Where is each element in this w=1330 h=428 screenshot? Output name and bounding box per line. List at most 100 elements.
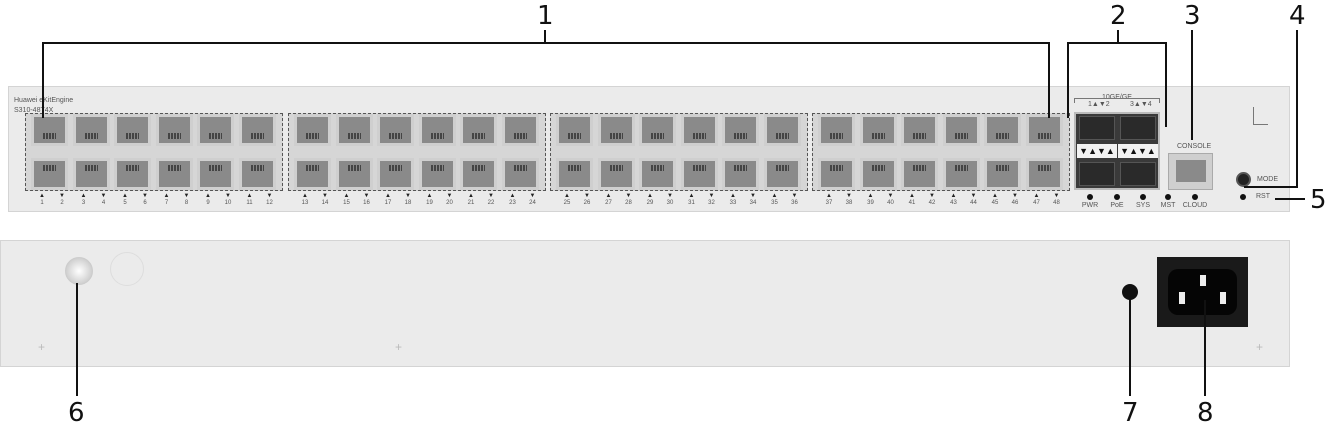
port-number: 7: [164, 200, 169, 206]
port-arrow-up-icon: ▲: [564, 193, 570, 199]
rj45-port-41[interactable]: [901, 114, 938, 146]
port-number: 14: [321, 200, 329, 206]
power-socket[interactable]: [1157, 257, 1248, 327]
rj45-port-38[interactable]: [818, 158, 855, 190]
port-number: 20: [446, 200, 453, 206]
rj45-port-31[interactable]: [680, 114, 718, 146]
led-label: CLOUD: [1182, 202, 1208, 209]
rj45-port-2[interactable]: [31, 158, 68, 190]
rj45-port-5[interactable]: [114, 114, 151, 146]
rj45-port-18[interactable]: [377, 158, 414, 190]
screw-hole-icon: +: [395, 340, 403, 354]
rj45-port-4[interactable]: [72, 158, 110, 190]
rj45-port-44[interactable]: [942, 158, 980, 190]
port-number: 24: [529, 200, 536, 206]
sfp-arrows-left: ▼▲▼▲: [1077, 144, 1117, 158]
rj45-port-42[interactable]: [901, 158, 938, 190]
mode-label: MODE: [1257, 176, 1278, 183]
rj45-port-30[interactable]: [639, 158, 676, 190]
sfp-port-2[interactable]: [1079, 162, 1115, 186]
corner-mark: [1253, 107, 1268, 125]
rst-button[interactable]: [1240, 194, 1246, 200]
port-number: 13: [301, 200, 309, 206]
port-arrow-up-icon: ▲: [468, 193, 474, 199]
port-number: 11: [246, 200, 253, 206]
port-number: 8: [184, 200, 189, 206]
port-arrow-down-icon: ▼: [59, 193, 65, 199]
port-number: 10: [224, 200, 232, 206]
rj45-port-3[interactable]: [72, 114, 110, 146]
rj45-port-8[interactable]: [155, 158, 193, 190]
rj45-port-43[interactable]: [942, 114, 980, 146]
port-arrow-down-icon: ▼: [100, 193, 107, 199]
rj45-port-6[interactable]: [114, 158, 151, 190]
rj45-port-20[interactable]: [418, 158, 456, 190]
rj45-port-28[interactable]: [597, 158, 635, 190]
rj45-port-36[interactable]: [763, 158, 801, 190]
rj45-port-14[interactable]: [294, 158, 331, 190]
rj45-port-22[interactable]: [460, 158, 497, 190]
port-arrow-down-icon: ▼: [1012, 193, 1018, 199]
rj45-port-21[interactable]: [460, 114, 497, 146]
port-arrow-up-icon: ▲: [163, 193, 170, 199]
console-port[interactable]: [1168, 153, 1213, 190]
rj45-port-47[interactable]: [1025, 114, 1063, 146]
port-number: 46: [1011, 200, 1019, 206]
rj45-port-26[interactable]: [556, 158, 593, 190]
port-arrow-up-icon: ▲: [771, 193, 778, 199]
port-arrow-down-icon: ▼: [887, 193, 894, 199]
rj45-port-24[interactable]: [501, 158, 539, 190]
led-cloud: [1192, 194, 1198, 200]
port-number: 34: [749, 200, 757, 206]
rj45-port-27[interactable]: [597, 114, 635, 146]
rj45-port-37[interactable]: [818, 114, 855, 146]
rj45-port-11[interactable]: [238, 114, 276, 146]
port-arrow-down-icon: ▼: [750, 193, 756, 199]
rj45-port-9[interactable]: [197, 114, 234, 146]
rj45-port-19[interactable]: [418, 114, 456, 146]
port-number: 45: [991, 200, 999, 206]
rj45-port-25[interactable]: [556, 114, 593, 146]
led-label: MST: [1160, 202, 1176, 209]
rj45-port-40[interactable]: [859, 158, 897, 190]
rj45-port-46[interactable]: [984, 158, 1021, 190]
rj45-port-7[interactable]: [155, 114, 193, 146]
rj45-port-34[interactable]: [722, 158, 759, 190]
rj45-port-32[interactable]: [680, 158, 718, 190]
rj45-port-13[interactable]: [294, 114, 331, 146]
port-number: 1: [40, 200, 44, 206]
rj45-port-48[interactable]: [1025, 158, 1063, 190]
port-arrow-up-icon: ▲: [385, 193, 391, 199]
port-number: 30: [666, 200, 674, 206]
rj45-port-17[interactable]: [377, 114, 414, 146]
rj45-port-1[interactable]: [31, 114, 68, 146]
port-arrow-down-icon: ▼: [929, 193, 935, 199]
rj45-port-12[interactable]: [238, 158, 276, 190]
rj45-port-15[interactable]: [335, 114, 373, 146]
port-number: 42: [928, 200, 936, 206]
rj45-port-29[interactable]: [639, 114, 676, 146]
port-arrow-up-icon: ▲: [688, 193, 695, 199]
callout-8: 8: [1197, 398, 1214, 428]
rj45-port-39[interactable]: [859, 114, 897, 146]
sfp-port-3[interactable]: [1120, 116, 1156, 140]
port-arrow-down-icon: ▼: [183, 193, 190, 199]
port-number: 3: [81, 200, 86, 206]
rj45-port-10[interactable]: [197, 158, 234, 190]
rj45-port-33[interactable]: [722, 114, 759, 146]
port-number: 4: [101, 200, 106, 206]
rj45-port-45[interactable]: [984, 114, 1021, 146]
led-label: PoE: [1110, 202, 1124, 209]
led-pwr: [1087, 194, 1093, 200]
mode-button[interactable]: [1236, 172, 1251, 187]
port-arrow-down-icon: ▼: [142, 193, 148, 199]
rj45-port-16[interactable]: [335, 158, 373, 190]
port-number: 15: [343, 200, 350, 206]
sfp-port-1[interactable]: [1079, 116, 1115, 140]
rj45-port-35[interactable]: [763, 114, 801, 146]
port-arrow-down-icon: ▼: [266, 193, 273, 199]
rj45-port-23[interactable]: [501, 114, 539, 146]
port-number: 2: [60, 200, 64, 206]
port-number: 40: [887, 200, 894, 206]
sfp-port-4[interactable]: [1120, 162, 1156, 186]
